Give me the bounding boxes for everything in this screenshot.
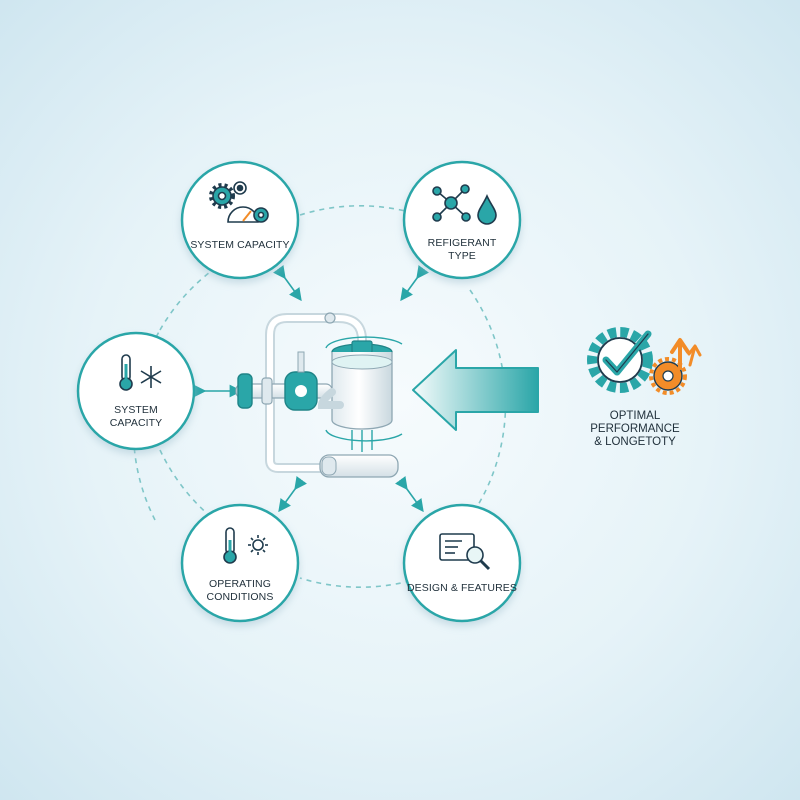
- label-line: & LONGETOTY: [594, 436, 676, 448]
- dashed-connector-left-upper: [159, 249, 246, 331]
- dashed-connector-left-lower: [159, 449, 229, 531]
- node-system-capacity-left: [76, 331, 196, 451]
- node-design-features: [402, 503, 522, 623]
- gear-check-growth-icon: [587, 327, 702, 395]
- label-line: REFIGERANT: [427, 237, 497, 249]
- input-arrow: [412, 349, 539, 431]
- compressor-illustration: [235, 312, 403, 478]
- blueprint-magnifier-icon: [439, 533, 491, 571]
- gears-gauge-icon: [209, 181, 269, 223]
- label-system-capacity-left: SYSTEM CAPACITY: [86, 404, 186, 430]
- label-line: DESIGN & FEATURES: [406, 582, 518, 594]
- label-line: SYSTEM CAPACITY: [190, 239, 290, 251]
- label-line: OPERATING: [209, 578, 271, 590]
- label-refrigerant-type: REFIGERANT TYPE: [412, 237, 512, 263]
- thermometer-snowflake-icon: [119, 354, 162, 391]
- label-line: SYSTEM: [114, 404, 158, 416]
- label-operating-conditions: OPERATING CONDITIONS: [185, 578, 295, 604]
- dashed-connector-ring: [132, 205, 507, 588]
- label-line: TYPE: [448, 250, 476, 262]
- label-design-features: DESIGN & FEATURES: [405, 582, 519, 595]
- label-line: OPTIMAL: [609, 410, 661, 422]
- label-system-capacity-top: SYSTEM CAPACITY: [185, 239, 295, 252]
- node-operating-conditions: [180, 503, 300, 623]
- connector-arrows: [193, 265, 429, 513]
- label-line: CONDITIONS: [206, 591, 274, 603]
- label-outcome: OPTIMAL PERFORMANCE & LONGETOTY: [560, 410, 710, 449]
- thermometer-sun-icon: [223, 527, 268, 564]
- label-line: CAPACITY: [109, 417, 163, 429]
- molecule-drop-icon: [432, 184, 497, 225]
- label-line: PERFORMANCE: [590, 423, 680, 435]
